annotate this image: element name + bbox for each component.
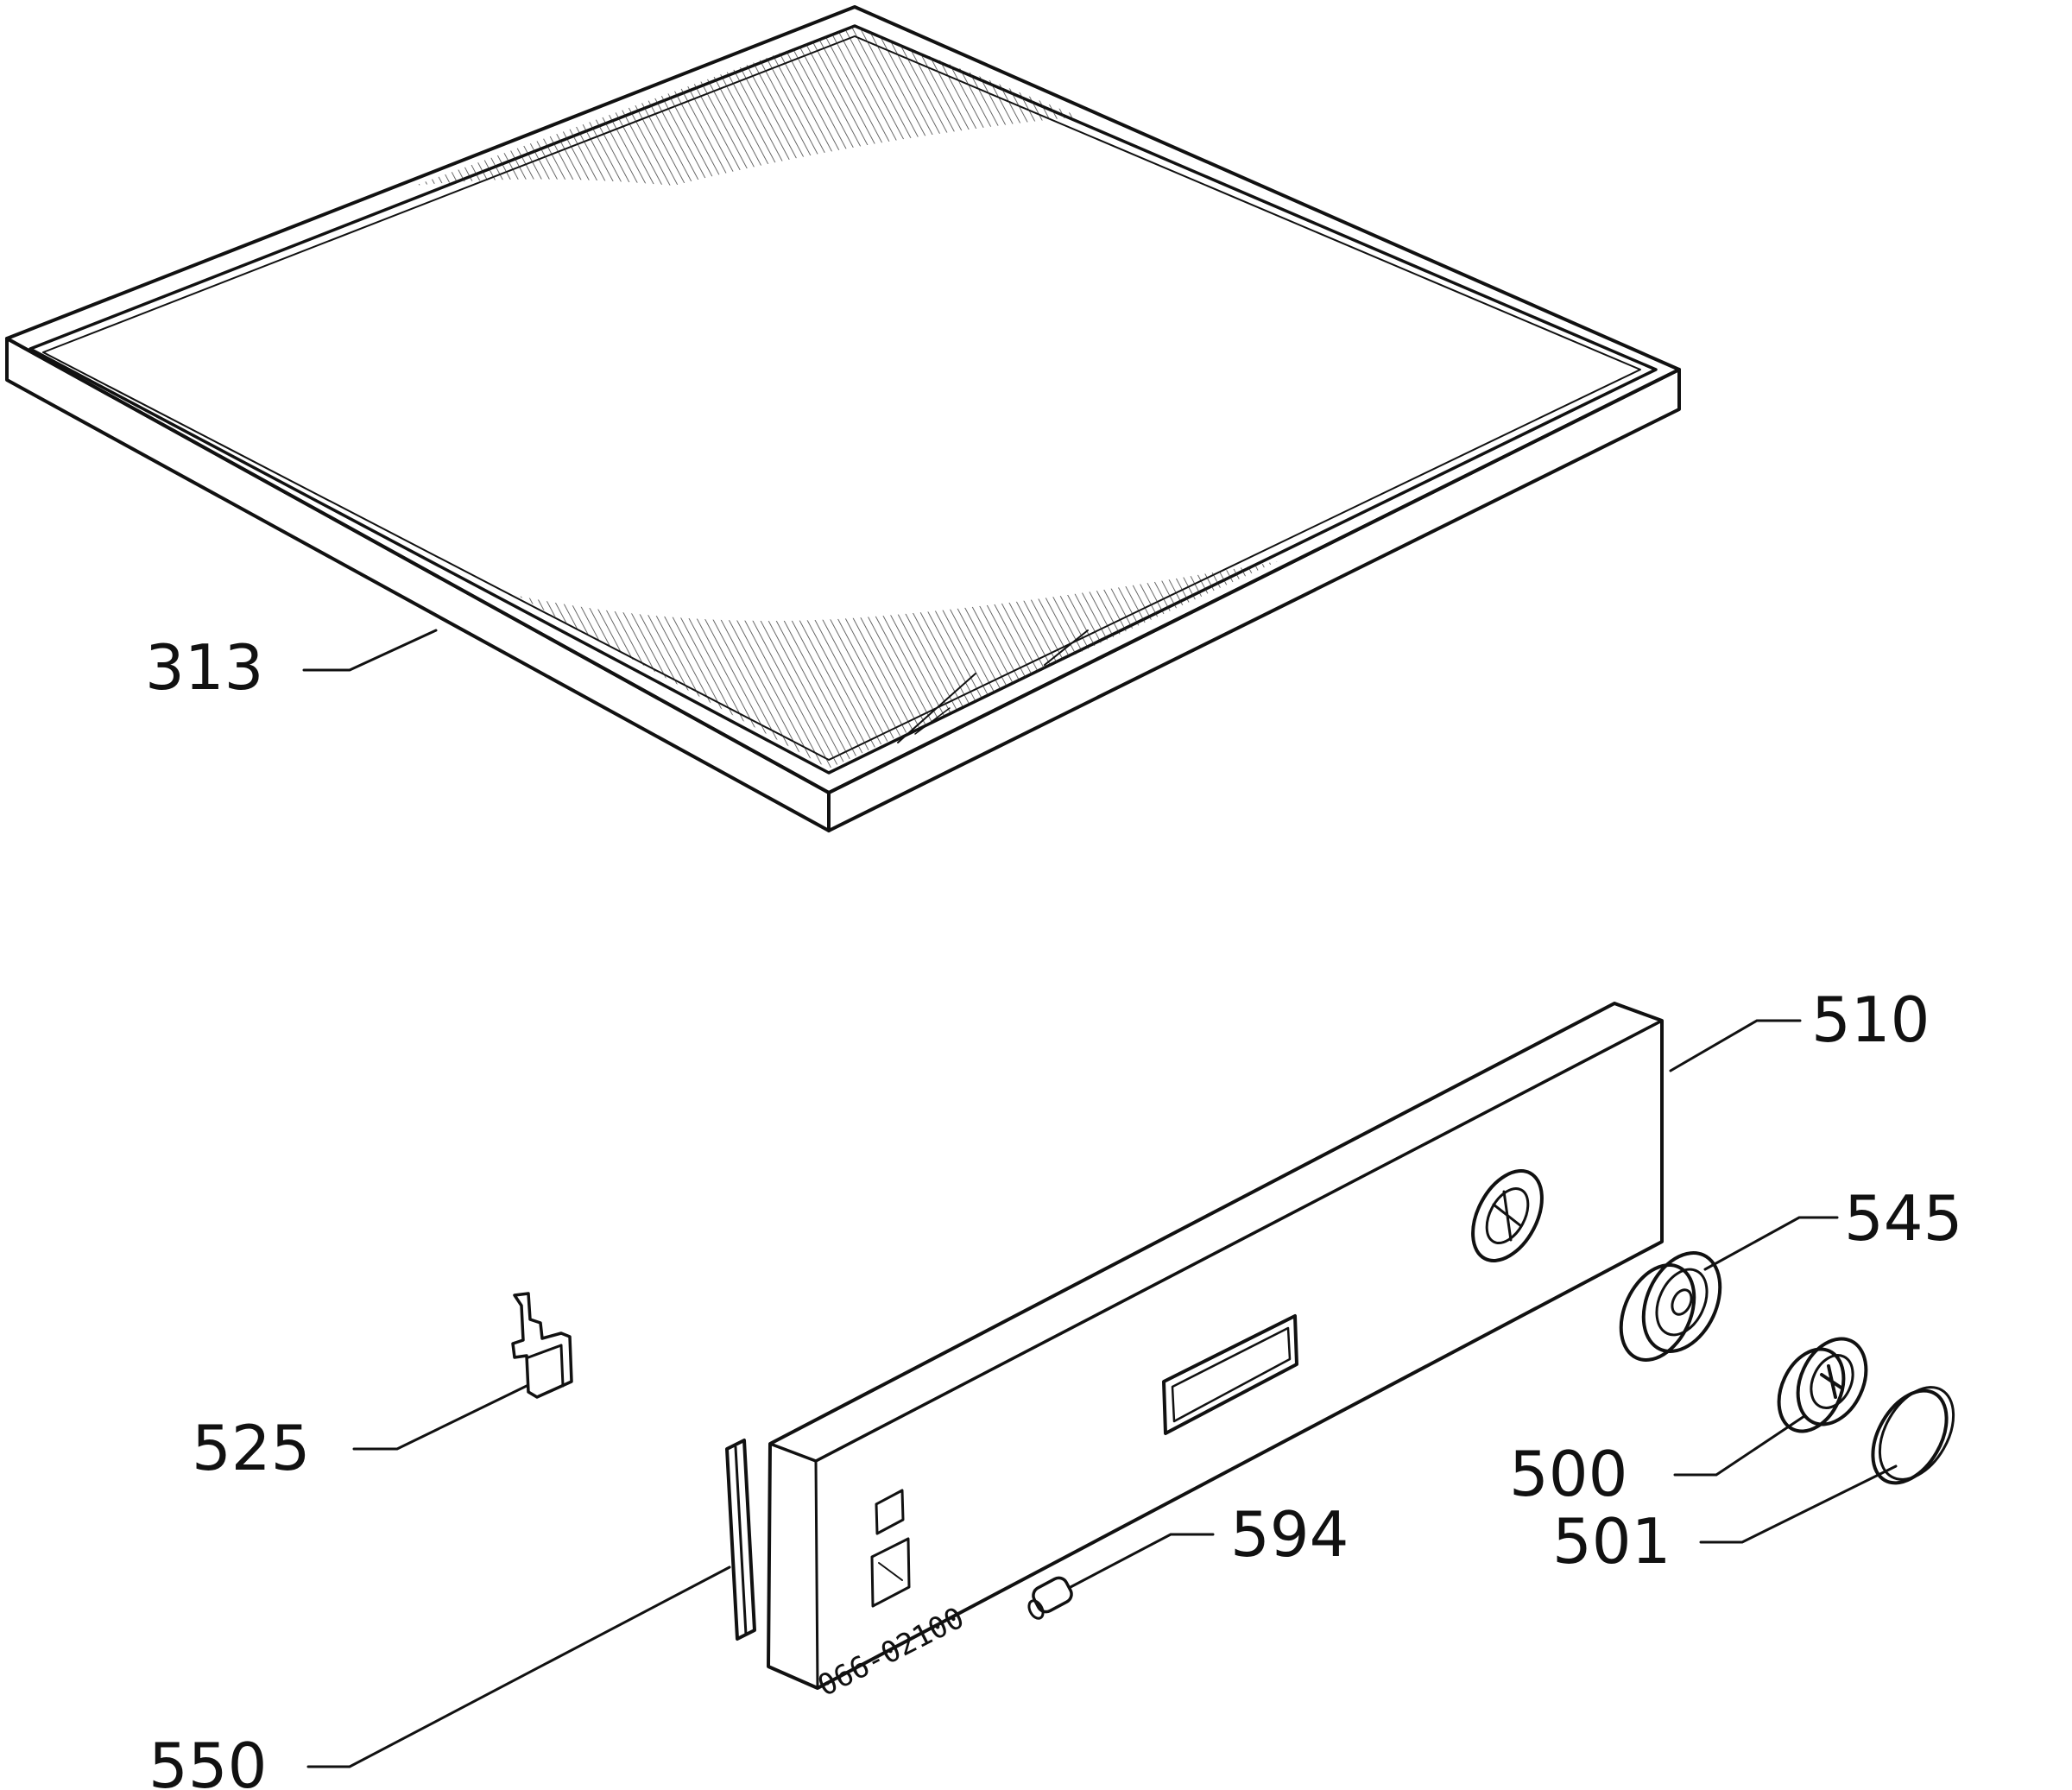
leader-510: [1669, 1019, 1802, 1072]
switch-clip-525: [511, 1292, 573, 1399]
callout-510: 510: [1811, 984, 1930, 1056]
worktop-cover-313: [5, 5, 1681, 832]
control-panel-510: [767, 1002, 1664, 1690]
knob-small-500: [1777, 1337, 1868, 1433]
callout-550: 550: [148, 1730, 267, 1790]
leader-550: [306, 1565, 731, 1768]
panel-switch-openings: [870, 1489, 911, 1608]
leader-594: [1069, 1533, 1215, 1589]
leader-501: [1699, 1464, 1898, 1544]
leader-545: [1703, 1216, 1839, 1271]
panel-dial-opening: [1471, 1169, 1544, 1262]
callout-501: 501: [1552, 1505, 1671, 1578]
callout-500: 500: [1509, 1438, 1627, 1510]
leader-525: [352, 1384, 528, 1451]
callout-525: 525: [192, 1412, 310, 1484]
panel-end-strip-550: [725, 1439, 756, 1641]
knob-cap-501: [1871, 1386, 1955, 1485]
leader-lines: [302, 629, 1898, 1768]
drawing-code: 066-02100: [812, 1601, 970, 1704]
callout-313: 313: [145, 631, 263, 704]
callout-594: 594: [1230, 1498, 1349, 1571]
callout-labels: 313 510 545 500 501 525 594 550 066-0210…: [145, 631, 1962, 1790]
callout-545: 545: [1844, 1182, 1962, 1255]
knob-large-545: [1619, 1251, 1722, 1362]
leader-313: [302, 629, 438, 672]
indicator-lens-594: [1027, 1576, 1073, 1620]
panel-display-window: [1162, 1314, 1298, 1435]
leader-500: [1673, 1414, 1806, 1477]
